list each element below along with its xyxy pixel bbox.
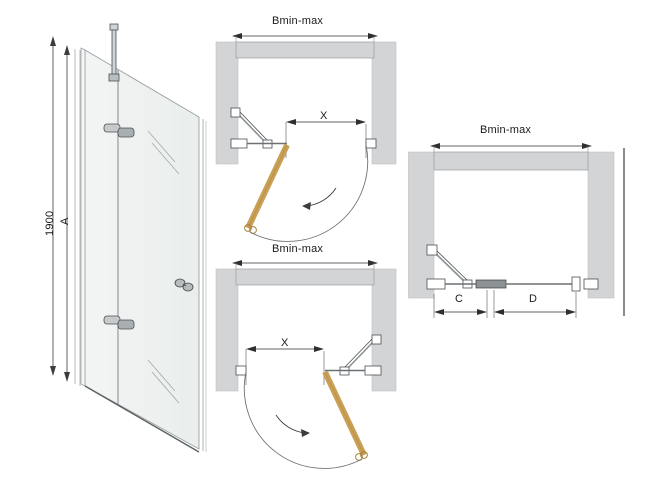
- wall-right: [587, 151, 615, 299]
- door-glass-panel: [84, 49, 200, 450]
- plan-view-closed: Bmin-max C D: [408, 118, 650, 328]
- dimension-c-d: [433, 290, 577, 318]
- label-height-a: A: [59, 217, 71, 225]
- upper-hinge: [103, 123, 135, 138]
- wall-profile-left: [230, 138, 287, 149]
- door-closed: [426, 276, 599, 292]
- glass-shine-marks: [147, 130, 180, 404]
- label-d: D: [529, 293, 538, 305]
- wall-left: [408, 151, 435, 299]
- back-wall: [433, 151, 589, 171]
- door-leaf-open: [322, 370, 368, 461]
- swing-arc: [249, 144, 369, 242]
- dimension-line-a: [64, 45, 70, 382]
- glass-assembly: [80, 47, 207, 453]
- swing-arrow: [275, 414, 310, 437]
- top-support-bar: [108, 23, 120, 82]
- door-leaf-open: [244, 143, 290, 234]
- wall-left: [215, 268, 239, 392]
- label-bminmax-top: Bmin-max: [272, 15, 324, 27]
- wall-left: [215, 41, 239, 165]
- door-handle-knob: [174, 278, 194, 292]
- front-elevation-view: 1900 A: [0, 0, 215, 496]
- label-c: C: [455, 293, 464, 305]
- hinge-block: [475, 279, 507, 289]
- dimension-line-1900: [50, 36, 56, 376]
- wall-bracket-left: [235, 365, 247, 376]
- swing-arrow: [302, 187, 337, 210]
- label-bminmax-bottom: Bmin-max: [272, 243, 324, 255]
- witness-lines: [74, 49, 81, 386]
- dimension-x-top: [285, 119, 367, 158]
- plan-view-right-hinge: Bmin-max X: [210, 243, 410, 493]
- wall-bracket-right: [365, 138, 377, 149]
- fixed-glass-panel: [80, 47, 86, 387]
- label-x-top: X: [320, 110, 328, 122]
- plan-view-left-hinge: Bmin-max X: [210, 12, 410, 252]
- back-wall: [235, 268, 375, 286]
- bottom-rail: [84, 385, 200, 453]
- label-bminmax-right: Bmin-max: [480, 124, 532, 136]
- label-height-1900: 1900: [44, 210, 56, 236]
- lower-hinge: [103, 315, 135, 330]
- back-wall: [235, 41, 375, 59]
- dimension-x-bottom: [245, 346, 325, 385]
- wall-profile-right: [325, 365, 382, 376]
- swing-arc: [243, 371, 363, 469]
- label-x-bottom: X: [281, 337, 289, 349]
